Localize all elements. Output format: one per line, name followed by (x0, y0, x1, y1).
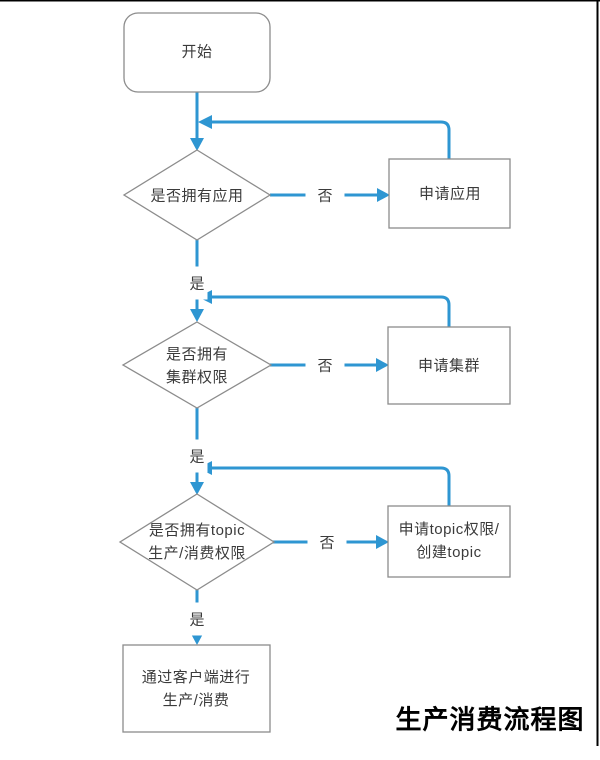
end-node-shape (122, 644, 271, 733)
process-cluster-label: 申请集群 (417, 357, 481, 375)
process-cluster-shape (387, 326, 511, 405)
diagram-title: 生产消费流程图 (395, 704, 585, 735)
process-topic-label: 申请topic权限/ 创建topic (398, 521, 500, 561)
arrowhead-into-decision-topic (190, 482, 204, 495)
arrowhead-into-process-topic (376, 535, 389, 549)
arrowhead-into-process-cluster (376, 358, 389, 372)
decision-topic-label: 是否拥有topic 生产/消费权限 (148, 522, 246, 562)
arrowhead-loop-app-merge (198, 115, 212, 129)
edge-loop-apply-topic (212, 466, 451, 506)
end-node-label: 通过客户端进行 生产/消费 (141, 669, 251, 709)
frame-right-line (596, 0, 599, 746)
arrowhead-into-decision-app (190, 138, 204, 151)
edge-label-no-app: 否 (305, 182, 345, 208)
start-node-label: 开始 (181, 43, 213, 61)
decision-cluster-label: 是否拥有 集群权限 (165, 346, 229, 386)
decision-topic-shape (118, 493, 276, 591)
edge-label-no-topic: 否 (307, 529, 347, 555)
edge-loop-apply-app (212, 120, 451, 159)
edge-label-yes-app: 是 (186, 266, 208, 300)
edge-label-yes-cluster: 是 (186, 439, 208, 473)
frame-top-line (0, 0, 600, 2)
edge-label-yes-topic: 是 (186, 602, 208, 636)
process-app-label: 申请应用 (418, 185, 482, 203)
decision-app-label: 是否拥有应用 (150, 187, 244, 205)
node-shapes (118, 12, 511, 733)
decision-app-shape (122, 149, 272, 241)
process-app-shape (388, 158, 511, 229)
edge-label-no-cluster: 否 (305, 352, 345, 378)
arrowhead-into-process-app (377, 188, 390, 202)
start-node-shape (123, 12, 271, 93)
edge-loop-apply-cluster (212, 295, 451, 327)
process-topic-shape (387, 505, 511, 578)
decision-cluster-shape (121, 321, 273, 409)
arrowhead-into-decision-cluster (190, 309, 204, 322)
